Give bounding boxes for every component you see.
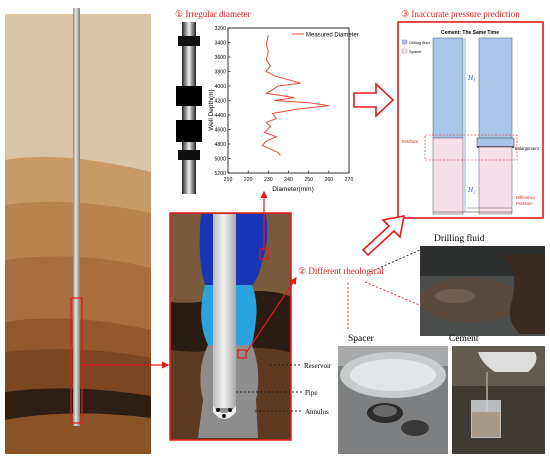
- y-axis: 3200 3400 3600 3800 4000 4200 4400 4600 4800 5000…: [214, 26, 231, 177]
- h2-label: H₂: [467, 186, 476, 194]
- cement-photo: [452, 346, 545, 454]
- legend-spacer: Spacer: [409, 49, 422, 54]
- x-tick-label: 250: [304, 177, 313, 183]
- y-tick-label: 3600: [214, 55, 226, 61]
- well-pipe: [73, 8, 80, 426]
- interface-label: Interface: [402, 139, 419, 144]
- x-tick-label: 260: [325, 177, 334, 183]
- spacer-label: Spacer: [348, 334, 375, 344]
- caliper-tool-image: [175, 22, 203, 194]
- x-tick-label: 270: [345, 177, 354, 183]
- diameter-chart: 3200 3400 3600 3800 4000 4200 4400 4600 4800 5000…: [208, 26, 359, 193]
- legend-drilling-fluid: Drilling fluid: [409, 40, 430, 45]
- inaccurate-pressure-label: ③ Inaccurate pressure prediction: [401, 9, 520, 19]
- arrow-up-to-pressure: [361, 214, 406, 257]
- rheology-zoom-marker: [237, 349, 247, 359]
- irregular-diameter-label: ① Irregular diameter: [175, 9, 251, 19]
- x-tick-label: 240: [284, 177, 293, 183]
- y-tick-label: 4400: [214, 113, 226, 119]
- spacer-photo: [338, 346, 448, 454]
- zoom-box-left: [70, 297, 83, 424]
- drilling-fluid-leader: [369, 249, 421, 273]
- y-tick-label: 5000: [214, 157, 226, 163]
- different-rheological-label: ② Different rheological: [298, 266, 384, 276]
- cement-label: Cement: [449, 334, 479, 344]
- y-tick-label: 3200: [214, 26, 226, 32]
- arrow-to-pressure: [353, 82, 395, 118]
- difference-label-line1: Difference: [516, 195, 536, 200]
- plot-area: [227, 27, 350, 174]
- y-tick-label: 3800: [214, 70, 226, 76]
- y-tick-label: 3400: [214, 41, 226, 47]
- x-axis: 210 220 230 240 250 260 270: [224, 170, 354, 183]
- annulus-label: Annulus: [305, 408, 329, 416]
- drilling-fluid-photo: [420, 246, 545, 336]
- drilling-fluid-label: Drilling fluid: [434, 233, 485, 244]
- y-tick-label: 5200: [214, 171, 226, 177]
- well-section-zoom: [169, 212, 292, 441]
- reservoir-label: Reservoir: [304, 362, 332, 370]
- y-tick-label: 4200: [214, 99, 226, 105]
- y-tick-label: 4000: [214, 84, 226, 90]
- measured-diameter-series: [261, 35, 329, 156]
- x-tick-label: 210: [224, 177, 233, 183]
- x-tick-label: 220: [244, 177, 253, 183]
- arrow-to-rheology: [245, 277, 297, 354]
- x-tick-label: 230: [264, 177, 273, 183]
- legend-label: Measured Diameter: [306, 33, 359, 39]
- y-tick-label: 4600: [214, 128, 226, 134]
- y-tick-label: 4800: [214, 142, 226, 148]
- enlargement-label: Enlargement: [515, 146, 540, 151]
- pressure-panel-title: Cement: The Same Time: [441, 30, 499, 36]
- formation-strata: [5, 14, 151, 454]
- difference-label-line2: Pressure: [516, 201, 533, 206]
- h1-label: H₁: [467, 74, 476, 82]
- y-axis-label: Well Depth(m): [208, 89, 215, 130]
- pipe-label: Pipe: [305, 389, 317, 397]
- x-axis-label: Diameter(mm): [272, 186, 314, 193]
- pressure-panel: Cement: The Same Time Drilling fluid Spa…: [397, 21, 544, 219]
